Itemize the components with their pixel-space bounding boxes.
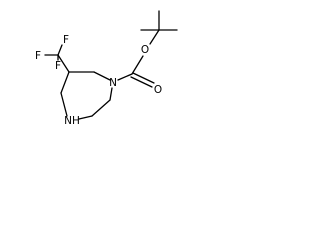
trifluoromethyl-group	[44, 44, 70, 73]
molecule-drawing: F F F O O N NH	[35, 10, 178, 127]
bond-ch2-n	[109, 87, 113, 101]
bond-carbonyl-double-a	[132, 72, 155, 84]
bond-oxygen-carbonyl-carbon	[131, 55, 144, 75]
oxygen-atom-label-carbonyl: O	[154, 84, 162, 96]
tert-butyl-group	[140, 10, 178, 45]
bond-chcf3-ch2-down	[60, 71, 70, 94]
bond-n-ch2-up	[93, 71, 111, 81]
bond-cf3-f-top	[57, 44, 63, 56]
bond-carbonyl-nitrogen	[117, 73, 133, 81]
diazepane-ring	[60, 71, 113, 120]
nh-group-label: NH	[64, 115, 80, 127]
fluorine-atom-label-top: F	[63, 34, 69, 46]
nitrogen-atom-label-boc: N	[109, 77, 117, 89]
bond-ch2-ch2	[91, 99, 111, 117]
carbamate-group	[117, 55, 155, 88]
bond-carbonyl-double-b	[130, 76, 153, 88]
bond-ch2-nh	[60, 92, 68, 117]
fluorine-atom-label-left: F	[35, 50, 41, 62]
bond-ring-cf3	[57, 54, 70, 73]
oxygen-atom-label-ester: O	[141, 44, 149, 56]
bond-cq-oxygen	[149, 29, 160, 45]
fluorine-atom-label-bottom: F	[55, 60, 61, 72]
structure-canvas: F F F O O N NH	[0, 0, 205, 148]
bond-nh-ch2	[78, 115, 93, 120]
